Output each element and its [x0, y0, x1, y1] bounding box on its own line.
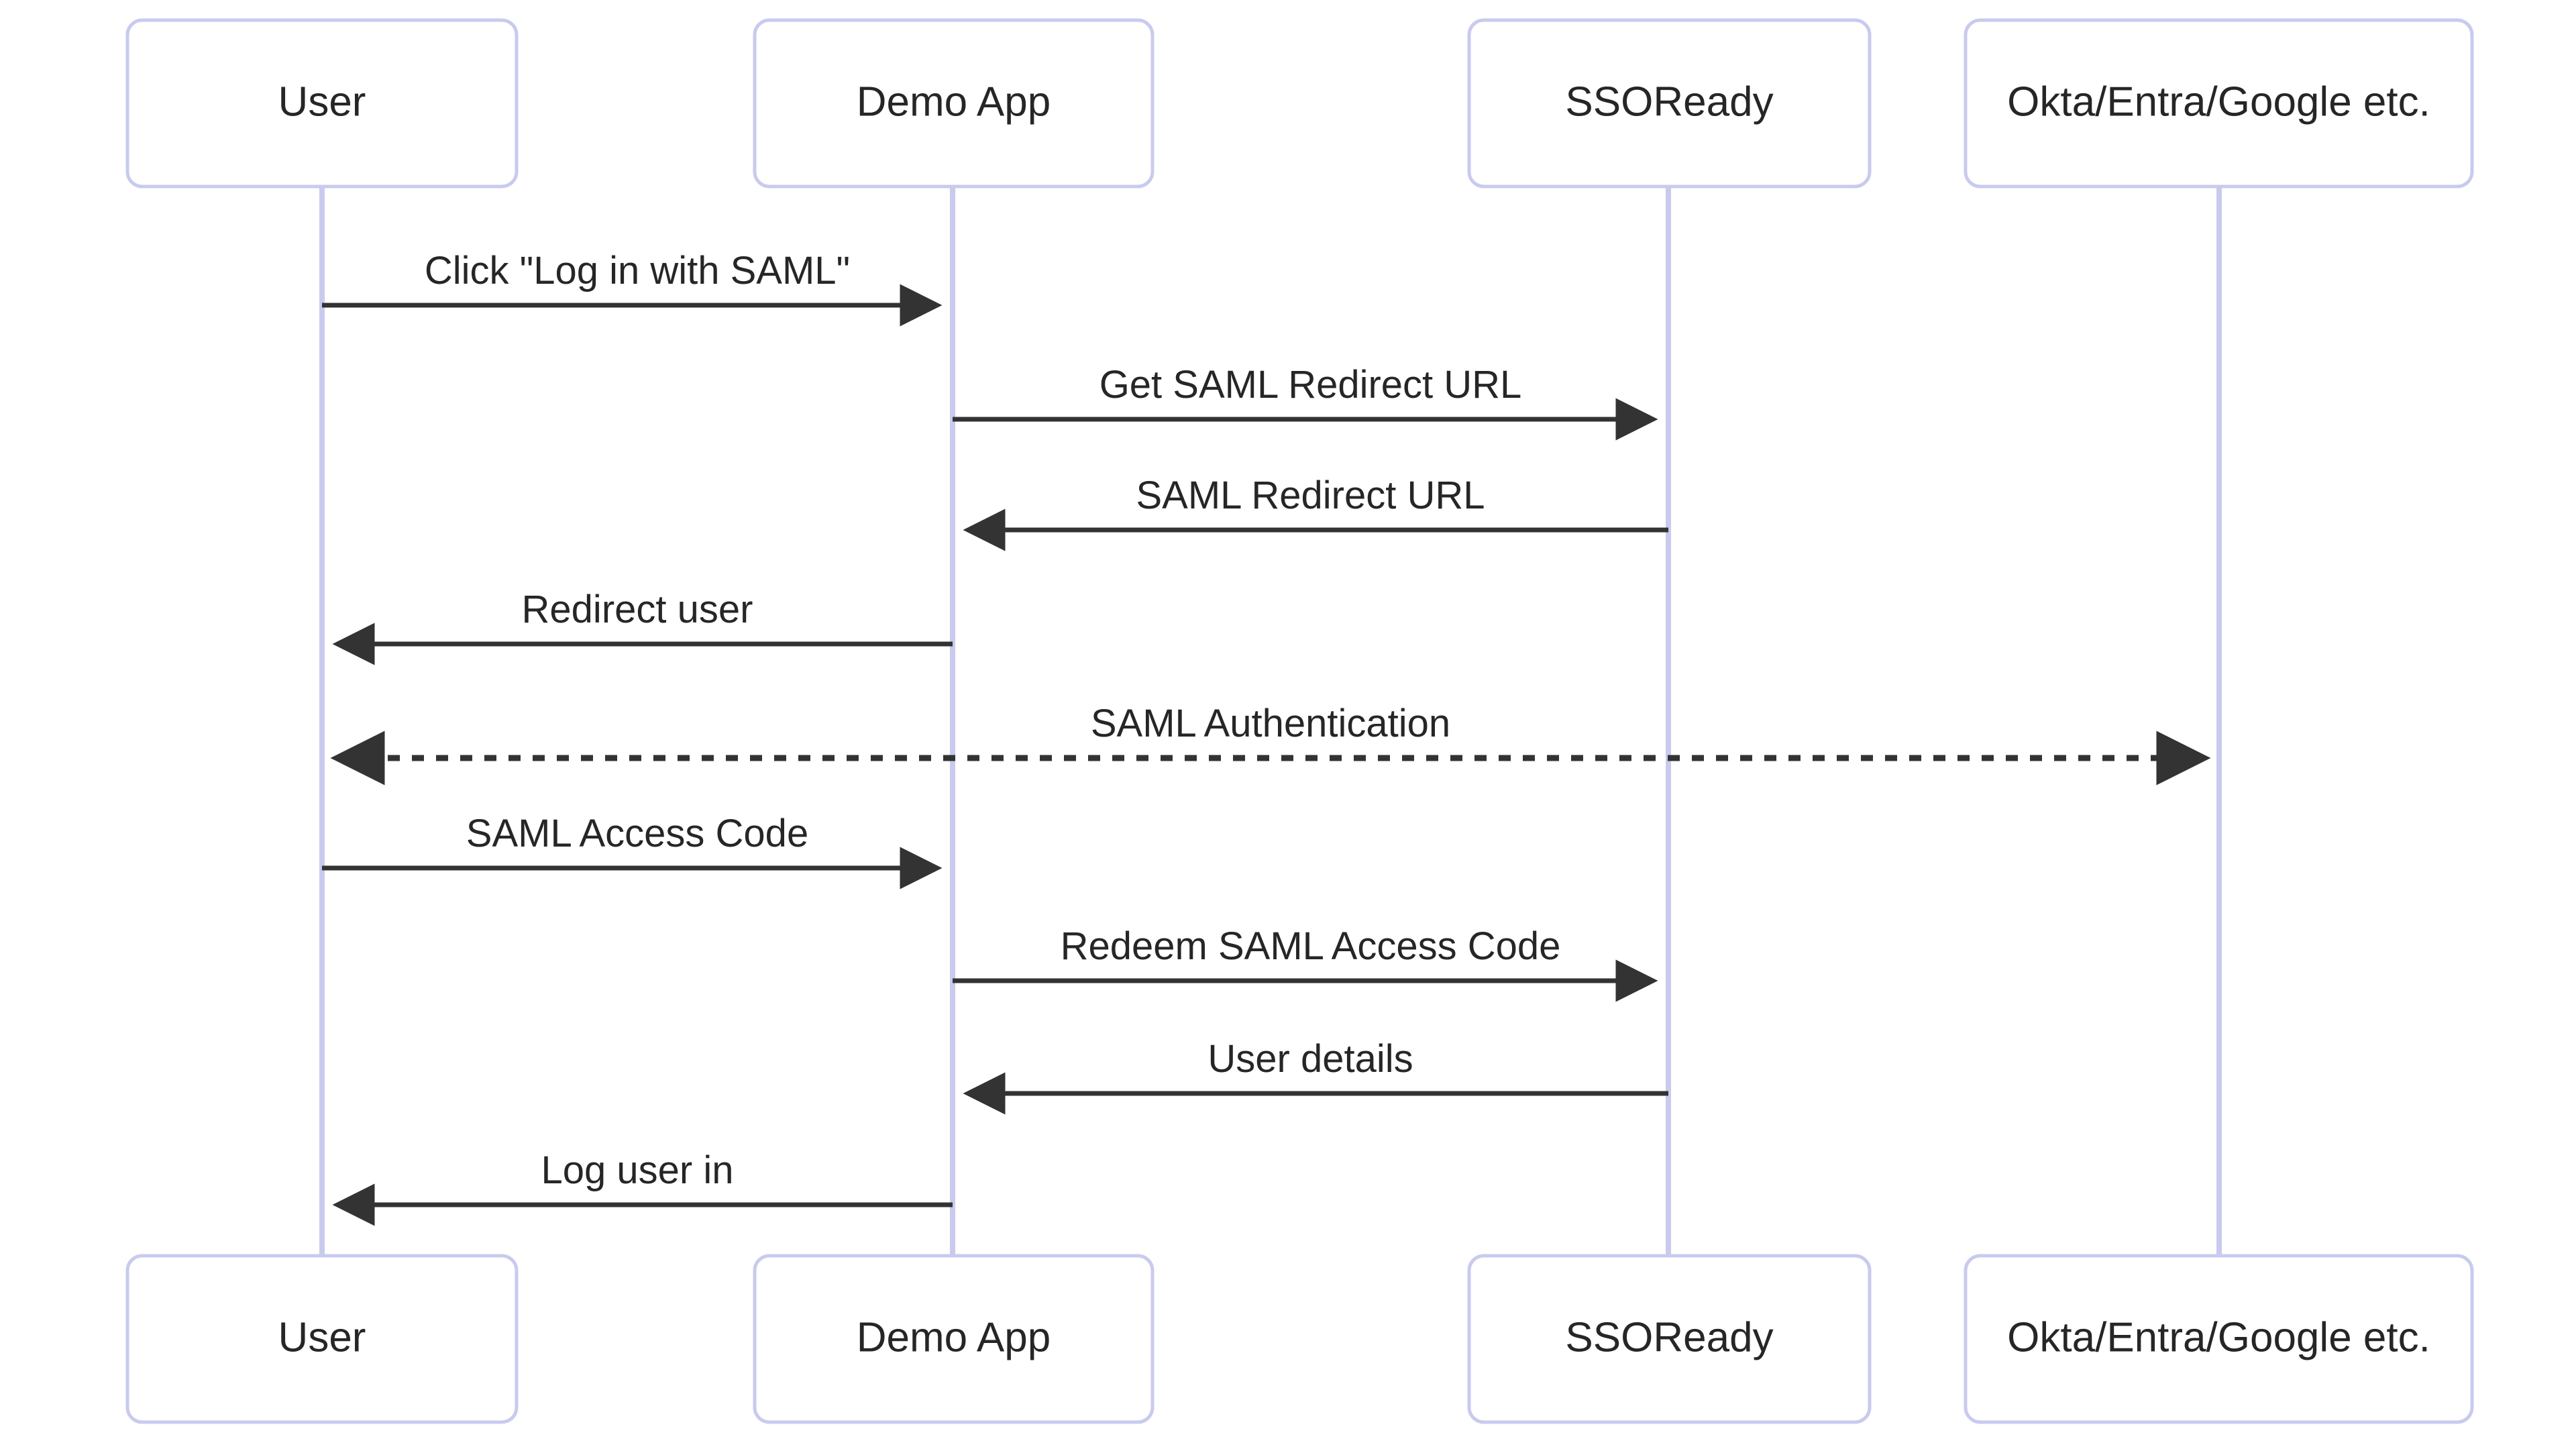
actor-label: Okta/Entra/Google etc.	[2007, 1314, 2430, 1360]
message-label: Click "Log in with SAML"	[425, 249, 850, 292]
actor-label: User	[278, 1314, 366, 1360]
actor-demo_app-bottom[interactable]: Demo App	[753, 1254, 1155, 1424]
actor-demo_app-top[interactable]: Demo App	[753, 18, 1155, 188]
actor-idp-top[interactable]: Okta/Entra/Google etc.	[1964, 18, 2474, 188]
message-label: Log user in	[541, 1148, 734, 1192]
actor-box	[125, 1254, 519, 1424]
message-label: Redeem SAML Access Code	[1061, 924, 1561, 968]
actor-label: User	[278, 78, 366, 125]
actor-user-top[interactable]: User	[125, 18, 519, 188]
actor-box	[1467, 18, 1872, 188]
actor-box	[753, 18, 1155, 188]
actor-box	[1964, 18, 2474, 188]
message-group: Click "Log in with SAML" Get SAML Redirec…	[322, 249, 2211, 1226]
actor-label: SSOReady	[1565, 1314, 1773, 1360]
message-label: User details	[1208, 1037, 1413, 1081]
message-3[interactable]: SAML Redirect URL	[963, 474, 1668, 551]
actor-box	[1467, 1254, 1872, 1424]
message-5[interactable]: SAML Authentication	[330, 702, 2211, 786]
message-label: Redirect user	[522, 588, 753, 631]
lifeline-group	[319, 186, 2222, 1256]
actor-label: SSOReady	[1565, 78, 1773, 125]
message-label: SAML Redirect URL	[1136, 474, 1485, 517]
actor-ssoready-bottom[interactable]: SSOReady	[1467, 1254, 1872, 1424]
actor-user-bottom[interactable]: User	[125, 1254, 519, 1424]
message-8[interactable]: User details	[963, 1037, 1668, 1115]
actor-boxes-bottom: User Demo App SSOReady Okta/Entra/Google et…	[125, 1254, 2474, 1424]
message-4[interactable]: Redirect user	[332, 588, 953, 665]
message-2[interactable]: Get SAML Redirect URL	[953, 363, 1658, 441]
message-7[interactable]: Redeem SAML Access Code	[953, 924, 1658, 1002]
message-6[interactable]: SAML Access Code	[322, 812, 943, 890]
actor-label: Demo App	[857, 1314, 1051, 1360]
actor-label: Okta/Entra/Google etc.	[2007, 78, 2430, 125]
actor-box	[125, 18, 519, 188]
message-1[interactable]: Click "Log in with SAML"	[322, 249, 943, 327]
actor-label: Demo App	[857, 78, 1051, 125]
actor-boxes-top: User Demo App SSOReady Okta/Entra/Google et…	[125, 18, 2474, 188]
message-label: SAML Access Code	[466, 812, 808, 855]
message-label: Get SAML Redirect URL	[1099, 363, 1522, 407]
message-9[interactable]: Log user in	[332, 1148, 953, 1226]
actor-box	[1964, 1254, 2474, 1424]
actor-idp-bottom[interactable]: Okta/Entra/Google etc.	[1964, 1254, 2474, 1424]
actor-box	[753, 1254, 1155, 1424]
message-label: SAML Authentication	[1091, 702, 1450, 745]
actor-ssoready-top[interactable]: SSOReady	[1467, 18, 1872, 188]
